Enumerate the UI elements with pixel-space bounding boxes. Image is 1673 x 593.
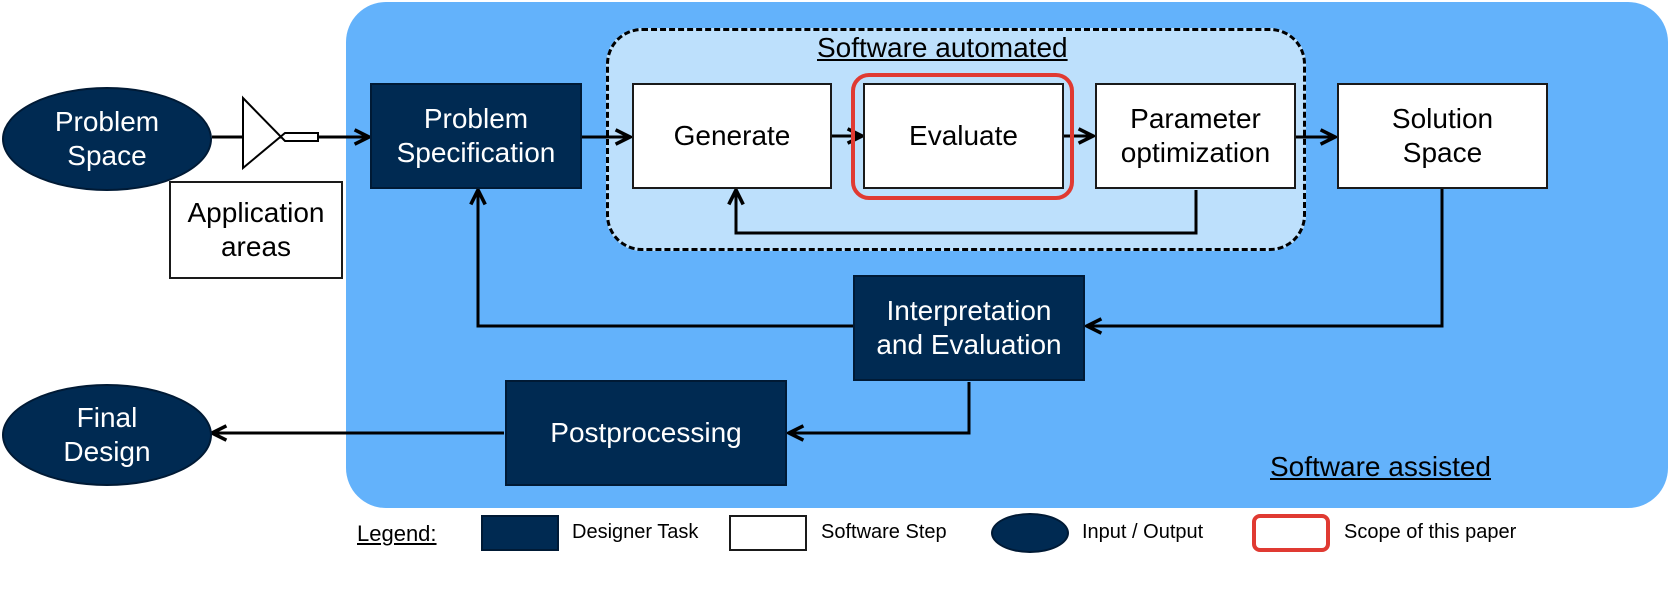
parameter-optimization-node: Parameter optimization xyxy=(1095,83,1296,189)
application-areas-line1: Application xyxy=(187,197,325,229)
interpretation-evaluation-node: Interpretation and Evaluation xyxy=(853,275,1085,381)
funnel-icon xyxy=(242,95,319,171)
solution-space-node: Solution Space xyxy=(1337,83,1548,189)
legend-designer-task-swatch xyxy=(481,515,559,551)
problem-space-line1: Problem xyxy=(54,106,160,138)
arrow-solution-to-interpretation xyxy=(1087,188,1444,326)
generate-node: Generate xyxy=(632,83,832,189)
problem-specification-line1: Problem xyxy=(423,103,529,135)
legend-software-step-swatch xyxy=(729,515,807,551)
postprocessing-label: Postprocessing xyxy=(550,417,742,449)
problem-specification-line2: Specification xyxy=(396,137,556,168)
interpretation-line2: and Evaluation xyxy=(876,329,1062,360)
software-automated-label: Software automated xyxy=(817,32,1068,63)
final-design-line2: Design xyxy=(63,436,151,467)
evaluate-label: Evaluate xyxy=(909,120,1018,152)
problem-specification-node: Problem Specification xyxy=(370,83,582,189)
application-areas-node: Application areas xyxy=(169,181,343,279)
evaluate-node: Evaluate xyxy=(863,83,1064,189)
legend-designer-task-label: Designer Task xyxy=(572,521,699,543)
legend-scope-swatch xyxy=(1252,514,1330,552)
arrow-interpretation-to-spec xyxy=(478,190,853,328)
legend-input-output-swatch xyxy=(991,513,1069,553)
generate-label: Generate xyxy=(673,120,791,152)
scope-highlight xyxy=(851,73,1074,200)
problem-space-node: Problem Space xyxy=(2,87,212,191)
legend-input-output-label: Input / Output xyxy=(1082,521,1204,543)
software-assisted-label: Software assisted xyxy=(1270,451,1491,482)
interpretation-line1: Interpretation xyxy=(886,295,1052,327)
parameter-optimization-line2: optimization xyxy=(1120,137,1271,168)
legend-software-step-label: Software Step xyxy=(821,521,947,543)
arrow-param-loop-to-generate xyxy=(736,190,1198,235)
application-areas-line2: areas xyxy=(220,231,292,262)
problem-space-line2: Space xyxy=(67,140,147,171)
final-design-line1: Final xyxy=(76,402,138,434)
legend-scope-label: Scope of this paper xyxy=(1344,521,1517,543)
final-design-node: Final Design xyxy=(2,384,212,486)
solution-space-line2: Space xyxy=(1402,137,1483,168)
parameter-optimization-line1: Parameter xyxy=(1130,103,1261,135)
legend-title: Legend: xyxy=(357,521,437,546)
postprocessing-node: Postprocessing xyxy=(505,380,787,486)
solution-space-line1: Solution xyxy=(1391,103,1494,135)
arrow-interpretation-to-post xyxy=(789,382,971,433)
